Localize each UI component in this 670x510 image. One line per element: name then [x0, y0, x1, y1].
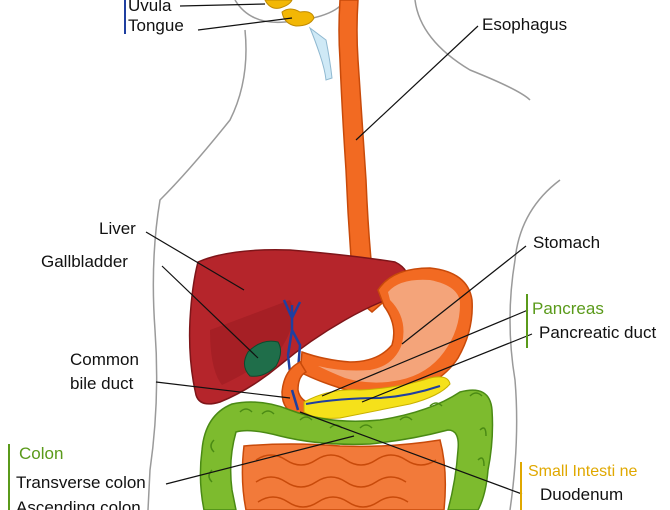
tongue — [281, 8, 315, 27]
leader-common-bile-duct — [155, 381, 291, 399]
small-intestine — [241, 439, 447, 510]
label-common-bile-duct-line1: Common — [70, 350, 139, 369]
leader-esophagus — [355, 25, 479, 141]
label-gallbladder: Gallbladder — [41, 252, 128, 271]
label-pancreas: Pancreas — [532, 299, 604, 318]
small-intestine-loops — [255, 454, 437, 508]
label-small-intestine: Small Intesti ne — [528, 463, 638, 480]
label-ascending-colon: Ascending colon — [16, 498, 141, 510]
label-liver: Liver — [99, 219, 136, 238]
label-tongue: Tongue — [128, 16, 184, 35]
body-outline — [234, 0, 346, 24]
leader-liver — [145, 231, 245, 291]
mouth-group-bar — [124, 0, 126, 34]
neck-outline-left — [147, 29, 247, 510]
pharynx — [308, 26, 333, 81]
label-duodenum: Duodenum — [540, 485, 624, 504]
colon-haustra — [208, 392, 487, 483]
leader-uvula — [179, 3, 266, 7]
leader-pancreas — [321, 309, 529, 397]
leader-pancreatic-duct — [361, 333, 533, 403]
label-uvula: Uvula — [128, 0, 172, 15]
label-common-bile-duct-line2: bile duct — [70, 374, 134, 393]
leader-gallbladder — [161, 265, 259, 359]
leader-stomach — [401, 245, 527, 345]
torso-right — [509, 179, 561, 510]
label-transverse-colon: Transverse colon — [16, 473, 146, 492]
hepatic-ducts — [282, 299, 302, 391]
label-esophagus: Esophagus — [482, 15, 568, 34]
leader-duodenum — [299, 411, 523, 495]
label-stomach: Stomach — [533, 233, 601, 252]
leader-transverse-colon — [165, 435, 355, 485]
leader-lines — [145, 3, 533, 495]
colon — [199, 389, 494, 510]
uvula — [264, 0, 293, 9]
small-intestine-group-bar — [520, 462, 522, 510]
label-pancreatic-duct: Pancreatic duct — [539, 323, 657, 342]
common-bile-duct — [290, 389, 300, 411]
stomach-inner — [318, 279, 460, 383]
label-colon: Colon — [19, 444, 64, 463]
esophagus — [338, 0, 390, 313]
pancreatic-duct — [305, 385, 441, 405]
liver-shadow — [210, 300, 294, 385]
pancreas-group-bar — [526, 294, 528, 348]
shoulder-right — [414, 0, 531, 101]
gallbladder — [244, 340, 282, 377]
colon-group-bar — [8, 444, 10, 510]
leader-tongue — [197, 17, 293, 31]
